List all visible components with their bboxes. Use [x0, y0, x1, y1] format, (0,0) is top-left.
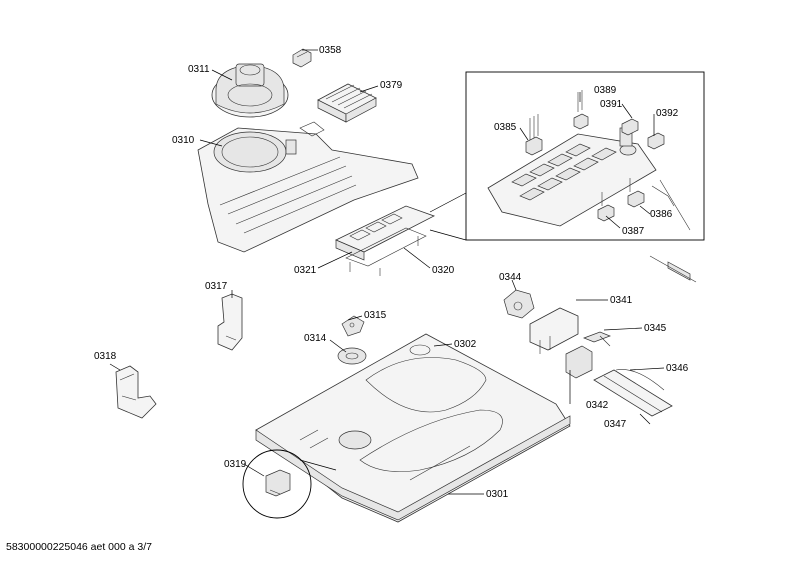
- label-0342: 0342: [586, 400, 609, 411]
- label-0311: 0311: [188, 64, 210, 75]
- document-code: 58300000225046 aet 000 a 3/7: [6, 541, 152, 553]
- label-0310: 0310: [172, 135, 195, 146]
- label-0318: 0318: [94, 351, 117, 362]
- label-0317: 0317: [205, 281, 228, 292]
- label-0391: 0391: [600, 99, 623, 110]
- label-0385: 0385: [494, 122, 517, 133]
- label-0346: 0346: [666, 363, 689, 374]
- label-0344: 0344: [499, 272, 522, 283]
- board-detail-inset: [429, 71, 705, 241]
- detail-circle-0319: [242, 449, 337, 519]
- heatsink-module-part: [317, 83, 377, 123]
- label-0358: 0358: [319, 45, 342, 56]
- heating-rod-part: [593, 369, 673, 417]
- power-board-part: [335, 205, 436, 276]
- label-0347: 0347: [604, 419, 627, 430]
- label-0319: 0319: [224, 459, 247, 470]
- label-0302: 0302: [454, 339, 477, 350]
- label-0392: 0392: [656, 108, 679, 119]
- label-0315: 0315: [364, 310, 387, 321]
- temperature-probe-part: [649, 179, 697, 283]
- label-0379: 0379: [380, 80, 403, 91]
- label-0387: 0387: [622, 226, 645, 237]
- bracket-0318-part: [115, 365, 157, 419]
- gear-0314-part: [337, 347, 367, 365]
- label-0321: 0321: [294, 265, 317, 276]
- bracket-0315-part: [341, 315, 365, 337]
- label-0386: 0386: [650, 209, 673, 220]
- label-0320: 0320: [432, 265, 455, 276]
- leader-lines: [109, 49, 665, 495]
- bracket-0317-part: [217, 293, 243, 351]
- base-plate-part: [255, 333, 571, 523]
- label-0341: 0341: [610, 295, 633, 306]
- thermostat-assembly-part: [503, 289, 611, 379]
- label-0301: 0301: [486, 489, 509, 500]
- label-0314: 0314: [304, 333, 327, 344]
- label-0389: 0389: [594, 85, 617, 96]
- label-0345: 0345: [644, 323, 667, 334]
- small-sensor-part: [292, 48, 312, 68]
- part-labels: 0311 0358 0379 0310 0321 0320 0389 0391 …: [94, 45, 689, 500]
- fan-housing-tray-part: [197, 121, 419, 253]
- fan-motor-part: [211, 63, 289, 118]
